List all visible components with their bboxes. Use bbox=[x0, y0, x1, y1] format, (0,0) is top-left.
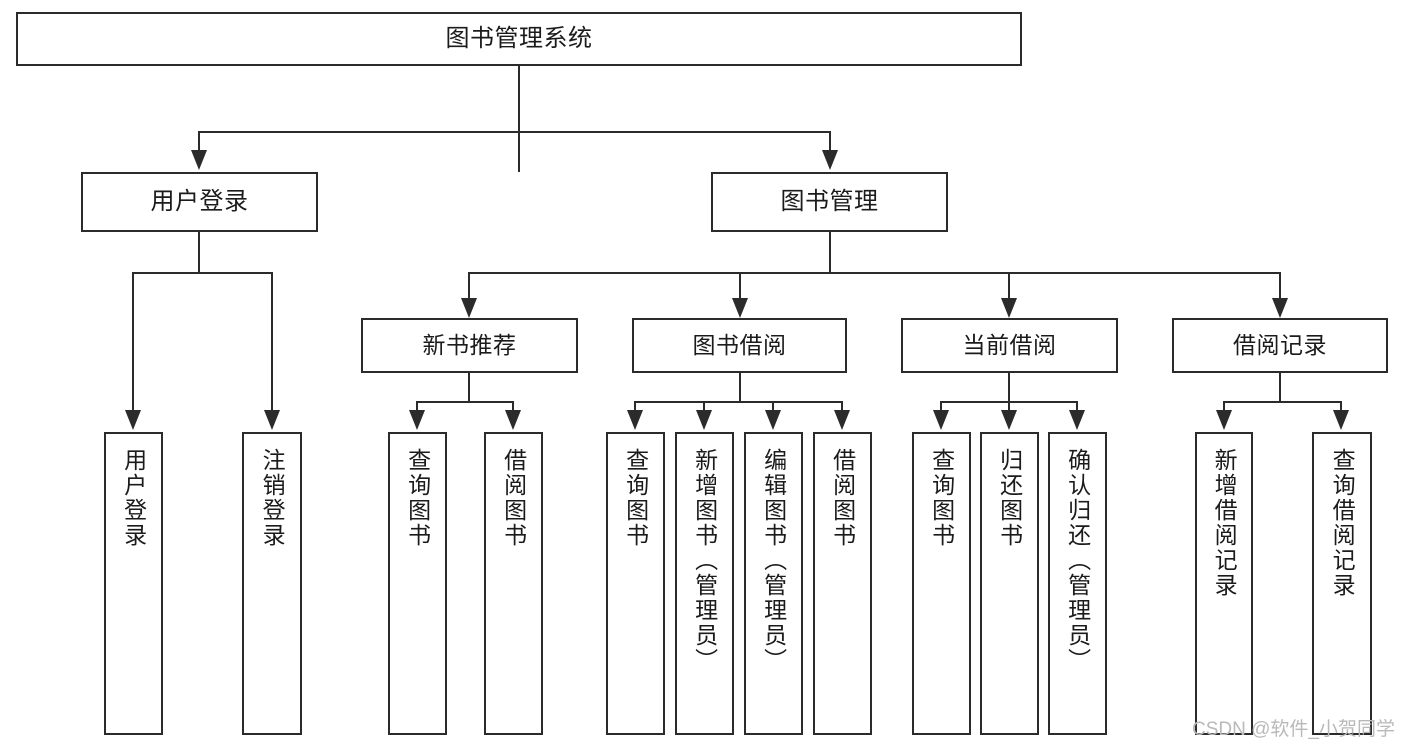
arrow-new-book-rec-leaf-2 bbox=[505, 410, 521, 430]
arrow-root-to-user-login bbox=[191, 150, 207, 170]
node-leaf-add-book-label: 新增图书（管理员） bbox=[691, 448, 718, 673]
edge-current-borrow-stem bbox=[1008, 373, 1010, 401]
edge-book-manage-bus bbox=[468, 272, 1280, 274]
node-borrow-record-label: 借阅记录 bbox=[1233, 332, 1327, 359]
node-root-label: 图书管理系统 bbox=[445, 25, 593, 53]
node-leaf-borrow-book-1[interactable]: 借阅图书 bbox=[484, 432, 543, 735]
edge-root-bus bbox=[198, 131, 830, 133]
node-current-borrow[interactable]: 当前借阅 bbox=[901, 318, 1118, 373]
node-leaf-user-logout[interactable]: 注销登录 bbox=[242, 432, 302, 735]
edge-root-to-book-manage bbox=[829, 131, 831, 152]
edge-new-book-rec-stem bbox=[468, 373, 470, 401]
arrow-book-borrow-leaf-4 bbox=[834, 410, 850, 430]
edge-book-manage-drop-1 bbox=[468, 272, 470, 300]
edge-book-borrow-drop-2 bbox=[703, 401, 705, 412]
node-leaf-borrow-book-2[interactable]: 借阅图书 bbox=[813, 432, 872, 735]
edge-book-manage-drop-2 bbox=[739, 272, 741, 300]
arrow-new-book-rec-leaf-1 bbox=[409, 410, 425, 430]
edge-book-manage-drop-3 bbox=[1008, 272, 1010, 300]
edge-borrow-record-drop-2 bbox=[1340, 401, 1342, 412]
node-leaf-confirm-return[interactable]: 确认归还（管理员） bbox=[1048, 432, 1107, 735]
node-leaf-edit-book[interactable]: 编辑图书（管理员） bbox=[744, 432, 803, 735]
arrow-book-borrow-leaf-3 bbox=[765, 410, 781, 430]
node-user-login-label: 用户登录 bbox=[150, 188, 249, 216]
edge-borrow-record-drop-1 bbox=[1223, 401, 1225, 412]
watermark: CSDN @软件_小贺同学 bbox=[1192, 719, 1395, 740]
edge-borrow-record-stem bbox=[1279, 373, 1281, 401]
edge-book-borrow-stem bbox=[739, 373, 741, 401]
node-leaf-query-book-2-label: 查询图书 bbox=[622, 448, 649, 548]
arrow-book-manage-borrow-record bbox=[1272, 298, 1288, 318]
node-leaf-query-book-3[interactable]: 查询图书 bbox=[912, 432, 971, 735]
node-leaf-edit-book-label: 编辑图书（管理员） bbox=[760, 448, 787, 673]
arrow-book-manage-new-book-rec bbox=[461, 298, 477, 318]
edge-borrow-record-bus bbox=[1223, 401, 1342, 403]
edge-current-borrow-drop-2 bbox=[1008, 401, 1010, 412]
node-leaf-user-login-label: 用户登录 bbox=[120, 448, 147, 548]
node-leaf-add-record[interactable]: 新增借阅记录 bbox=[1195, 432, 1253, 735]
edge-book-borrow-drop-1 bbox=[634, 401, 636, 412]
edge-book-borrow-drop-3 bbox=[772, 401, 774, 412]
edge-new-book-rec-bus bbox=[416, 401, 514, 403]
node-leaf-confirm-return-label: 确认归还（管理员） bbox=[1064, 448, 1091, 673]
arrow-current-borrow-leaf-1 bbox=[933, 410, 949, 430]
node-current-borrow-label: 当前借阅 bbox=[962, 332, 1057, 359]
edge-root-to-user-login bbox=[198, 131, 200, 152]
node-leaf-return-book-label: 归还图书 bbox=[996, 448, 1023, 548]
node-leaf-user-login[interactable]: 用户登录 bbox=[104, 432, 163, 735]
node-new-book-rec-label: 新书推荐 bbox=[422, 332, 517, 359]
node-root[interactable]: 图书管理系统 bbox=[16, 12, 1022, 66]
node-leaf-query-book-3-label: 查询图书 bbox=[928, 448, 955, 548]
edge-user-login-drop-1 bbox=[132, 272, 134, 412]
edge-book-manage-drop-4 bbox=[1279, 272, 1281, 300]
edge-user-login-stem bbox=[198, 232, 200, 272]
node-leaf-add-record-label: 新增借阅记录 bbox=[1211, 448, 1238, 598]
node-leaf-query-record-label: 查询借阅记录 bbox=[1329, 448, 1356, 598]
arrow-book-borrow-leaf-1 bbox=[627, 410, 643, 430]
arrow-user-login-leaf-2 bbox=[264, 410, 280, 430]
edge-root-stem bbox=[518, 66, 520, 172]
arrow-current-borrow-leaf-2 bbox=[1001, 410, 1017, 430]
edge-book-borrow-bus bbox=[634, 401, 842, 403]
edge-new-book-rec-drop-1 bbox=[416, 401, 418, 412]
node-leaf-add-book[interactable]: 新增图书（管理员） bbox=[675, 432, 734, 735]
node-leaf-query-record[interactable]: 查询借阅记录 bbox=[1312, 432, 1372, 735]
arrow-borrow-record-leaf-2 bbox=[1333, 410, 1349, 430]
edge-new-book-rec-drop-2 bbox=[512, 401, 514, 412]
node-book-borrow[interactable]: 图书借阅 bbox=[632, 318, 847, 373]
node-book-manage-label: 图书管理 bbox=[780, 188, 879, 216]
node-leaf-query-book-1[interactable]: 查询图书 bbox=[388, 432, 447, 735]
arrow-book-manage-book-borrow bbox=[732, 298, 748, 318]
node-leaf-return-book[interactable]: 归还图书 bbox=[980, 432, 1039, 735]
node-leaf-query-book-2[interactable]: 查询图书 bbox=[606, 432, 665, 735]
arrow-borrow-record-leaf-1 bbox=[1216, 410, 1232, 430]
node-borrow-record[interactable]: 借阅记录 bbox=[1172, 318, 1388, 373]
node-new-book-rec[interactable]: 新书推荐 bbox=[361, 318, 578, 373]
arrow-book-borrow-leaf-2 bbox=[696, 410, 712, 430]
edge-book-borrow-drop-4 bbox=[841, 401, 843, 412]
node-leaf-query-book-1-label: 查询图书 bbox=[404, 448, 431, 548]
arrow-book-manage-current-borrow bbox=[1001, 298, 1017, 318]
edge-book-manage-stem bbox=[829, 232, 831, 272]
edge-current-borrow-drop-1 bbox=[940, 401, 942, 412]
node-book-manage[interactable]: 图书管理 bbox=[711, 172, 948, 232]
node-user-login[interactable]: 用户登录 bbox=[81, 172, 318, 232]
arrow-user-login-leaf-1 bbox=[125, 410, 141, 430]
edge-user-login-bus bbox=[132, 272, 272, 274]
arrow-current-borrow-leaf-3 bbox=[1069, 410, 1085, 430]
node-leaf-borrow-book-2-label: 借阅图书 bbox=[829, 448, 856, 548]
node-leaf-user-logout-label: 注销登录 bbox=[259, 448, 286, 548]
node-book-borrow-label: 图书借阅 bbox=[692, 332, 787, 359]
node-leaf-borrow-book-1-label: 借阅图书 bbox=[500, 448, 527, 548]
edge-user-login-drop-2 bbox=[271, 272, 273, 412]
edge-current-borrow-drop-3 bbox=[1076, 401, 1078, 412]
arrow-root-to-book-manage bbox=[822, 150, 838, 170]
